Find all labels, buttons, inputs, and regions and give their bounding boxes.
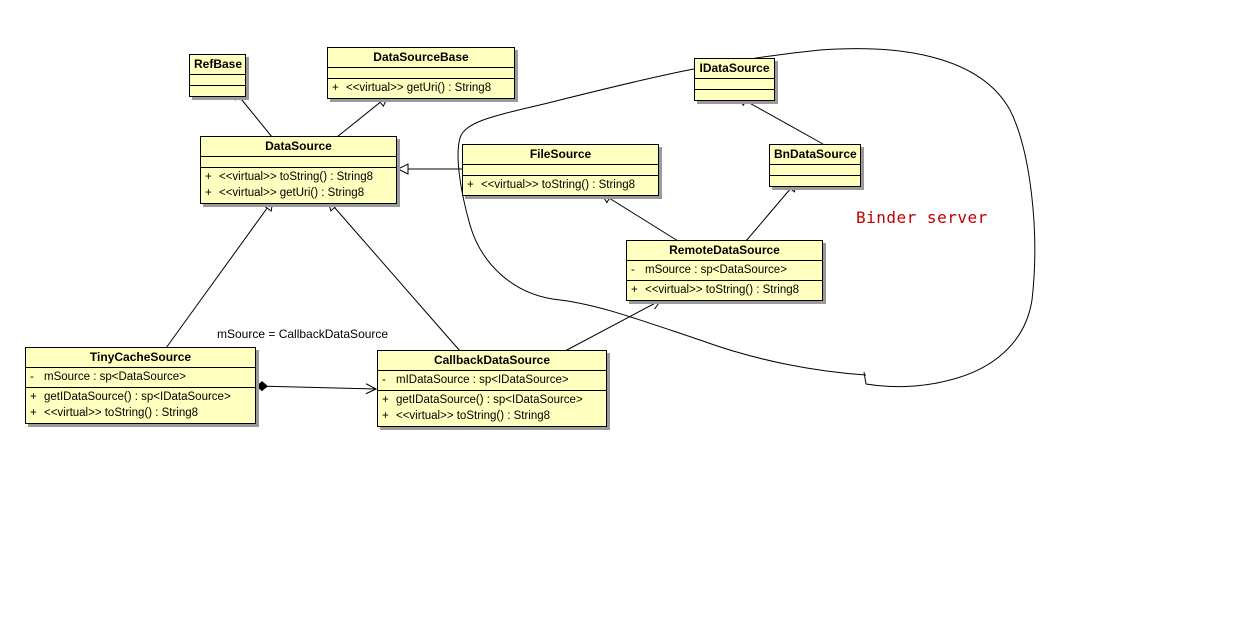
attributes-compartment: -mSource : sp<DataSource>	[26, 367, 255, 387]
operations-compartment	[770, 175, 860, 186]
attributes-compartment: -mSource : sp<DataSource>	[627, 260, 822, 280]
operation: +<<virtual>> toString() : String8	[467, 179, 636, 191]
class-datasourcebase[interactable]: DataSourceBase +<<virtual>> getUri() : S…	[327, 47, 515, 99]
operations-compartment: +<<virtual>> toString() : String8	[627, 280, 822, 300]
operation: +<<virtual>> toString() : String8	[631, 284, 800, 296]
attributes-compartment	[463, 164, 658, 175]
operations-compartment: +<<virtual>> getUri() : String8	[328, 78, 514, 98]
operation: +getIDataSource() : sp<IDataSource>	[30, 391, 231, 403]
class-refbase[interactable]: RefBase	[189, 54, 246, 97]
class-name: CallbackDataSource	[433, 353, 551, 367]
class-name: FileSource	[529, 147, 592, 161]
binder-server-boundary	[457, 48, 1036, 388]
class-datasource[interactable]: DataSource +<<virtual>> toString() : Str…	[200, 136, 397, 204]
attribute: -mIDataSource : sp<IDataSource>	[382, 374, 569, 386]
class-name: RefBase	[194, 57, 243, 71]
attributes-compartment	[770, 164, 860, 175]
attributes-compartment: -mIDataSource : sp<IDataSource>	[378, 370, 606, 390]
remote-to-bndatasource-generalization	[745, 181, 797, 242]
operations-compartment	[695, 89, 774, 100]
class-name: RemoteDataSource	[669, 243, 780, 257]
class-name: TinyCacheSource	[89, 350, 192, 364]
operations-compartment: +getIDataSource() : sp<IDataSource> +<<v…	[378, 390, 606, 426]
operation: +getIDataSource() : sp<IDataSource>	[382, 394, 583, 406]
binder-server-label: Binder server	[856, 208, 988, 227]
operations-compartment: +<<virtual>> toString() : String8 +<<vir…	[201, 167, 396, 203]
operation: +<<virtual>> getUri() : String8	[332, 82, 492, 94]
operation: +<<virtual>> toString() : String8	[382, 410, 551, 422]
attribute: -mSource : sp<DataSource>	[631, 264, 787, 276]
class-name: IDataSource	[699, 61, 770, 75]
operation: +<<virtual>> toString() : String8	[30, 407, 199, 419]
class-name: BnDataSource	[774, 147, 857, 161]
callback-to-remote-association	[564, 300, 661, 352]
tinycache-callback-composition	[255, 386, 376, 389]
class-bndatasource[interactable]: BnDataSource	[769, 144, 861, 187]
operations-compartment: +getIDataSource() : sp<IDataSource> +<<v…	[26, 387, 255, 423]
operation: +<<virtual>> getUri() : String8	[205, 187, 365, 199]
datasource-to-datasourcebase-generalization	[336, 96, 388, 138]
operations-compartment: +<<virtual>> toString() : String8	[463, 175, 658, 195]
attributes-compartment	[190, 74, 245, 85]
datasource-to-refbase-generalization	[233, 89, 273, 138]
class-remotedatasource[interactable]: RemoteDataSource -mSource : sp<DataSourc…	[626, 240, 823, 301]
class-filesource[interactable]: FileSource +<<virtual>> toString() : Str…	[462, 144, 659, 196]
attributes-compartment	[328, 67, 514, 78]
attributes-compartment	[201, 156, 396, 167]
bndatasource-to-idatasource-generalization	[737, 96, 824, 145]
operation: +<<virtual>> toString() : String8	[205, 171, 374, 183]
operations-compartment	[190, 85, 245, 96]
msource-annotation: mSource = CallbackDataSource	[217, 327, 389, 341]
tinycache-to-datasource-generalization	[165, 200, 273, 349]
class-idatasource[interactable]: IDataSource	[694, 58, 775, 101]
remote-to-filesource-generalization	[601, 193, 679, 242]
class-callbackdatasource[interactable]: CallbackDataSource -mIDataSource : sp<ID…	[377, 350, 607, 427]
class-name: DataSourceBase	[373, 50, 469, 64]
callback-to-datasource-generalization	[328, 200, 461, 352]
attribute: -mSource : sp<DataSource>	[30, 371, 186, 383]
class-name: DataSource	[265, 139, 332, 153]
attributes-compartment	[695, 78, 774, 89]
class-tinycachesource[interactable]: TinyCacheSource -mSource : sp<DataSource…	[25, 347, 256, 424]
